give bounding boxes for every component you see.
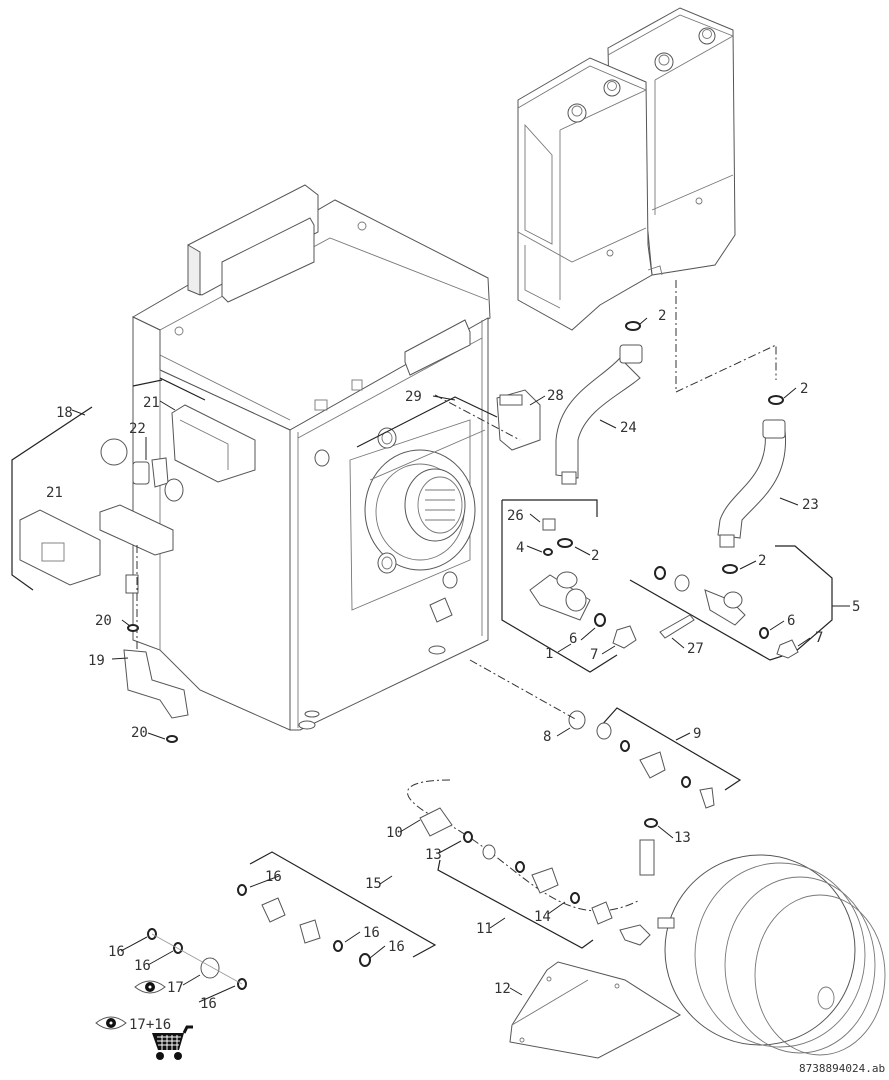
hose-group-11: [407, 779, 658, 949]
callout-16: 16: [265, 869, 282, 885]
callout-15: 15: [365, 876, 382, 892]
callout-16: 16: [200, 996, 217, 1012]
callout-16: 16: [108, 944, 125, 960]
callout-12: 12: [494, 981, 511, 997]
sensor-28: [356, 389, 541, 481]
callout-2: 2: [658, 308, 666, 324]
callout-13: 13: [425, 847, 442, 863]
callout-22: 22: [129, 421, 146, 437]
document-id: 8738894024.ab: [799, 1062, 885, 1075]
callout-21: 21: [143, 395, 160, 411]
callout-23: 23: [802, 497, 819, 513]
callout-17: 17: [167, 980, 184, 996]
callout-2: 2: [800, 381, 808, 397]
callout-28: 28: [547, 388, 564, 404]
leader-lines: [71, 317, 850, 1003]
flow-return-pipes: [555, 321, 787, 548]
expansion-vessel: [657, 854, 886, 1056]
callout-2: 2: [591, 548, 599, 564]
safety-group-18: [11, 377, 256, 743]
callout-26: 26: [507, 508, 524, 524]
callout-24: 24: [620, 420, 637, 436]
drain-group-9: [469, 659, 742, 809]
callout-4: 4: [516, 540, 524, 556]
wall-hung-units: [517, 7, 777, 393]
callout-6: 6: [787, 613, 795, 629]
callout-29: 29: [405, 389, 422, 405]
callout-2: 2: [758, 553, 766, 569]
callout-19: 19: [88, 653, 105, 669]
callout-14: 14: [534, 909, 551, 925]
fitting-17: [147, 928, 247, 990]
callout-13: 13: [674, 830, 691, 846]
callout-18: 18: [56, 405, 73, 421]
callout-20: 20: [131, 725, 148, 741]
valve-group-1: [501, 499, 637, 673]
callout-7: 7: [590, 647, 598, 663]
callout-6: 6: [569, 631, 577, 647]
eye-icon[interactable]: [134, 980, 166, 994]
callout-27: 27: [687, 641, 704, 657]
mounting-plate-12: [509, 961, 681, 1059]
tee-group-5: [629, 545, 833, 661]
callout-21: 21: [46, 485, 63, 501]
shopping-cart-icon[interactable]: [152, 1025, 193, 1060]
legend: 17+16: [95, 980, 193, 1060]
callout-11: 11: [476, 921, 493, 937]
callout-5: 5: [852, 599, 860, 615]
callout-16: 16: [388, 939, 405, 955]
callout-1: 1: [545, 646, 553, 662]
callout-20: 20: [95, 613, 112, 629]
callout-7: 7: [815, 630, 823, 646]
fitting-group-15: [237, 851, 437, 967]
kit-label: 17+16: [129, 1017, 171, 1033]
callout-10: 10: [386, 825, 403, 841]
eye-icon[interactable]: [95, 1016, 127, 1030]
callout-9: 9: [693, 726, 701, 742]
callout-8: 8: [543, 729, 551, 745]
callout-16: 16: [363, 925, 380, 941]
callout-16: 16: [134, 958, 151, 974]
